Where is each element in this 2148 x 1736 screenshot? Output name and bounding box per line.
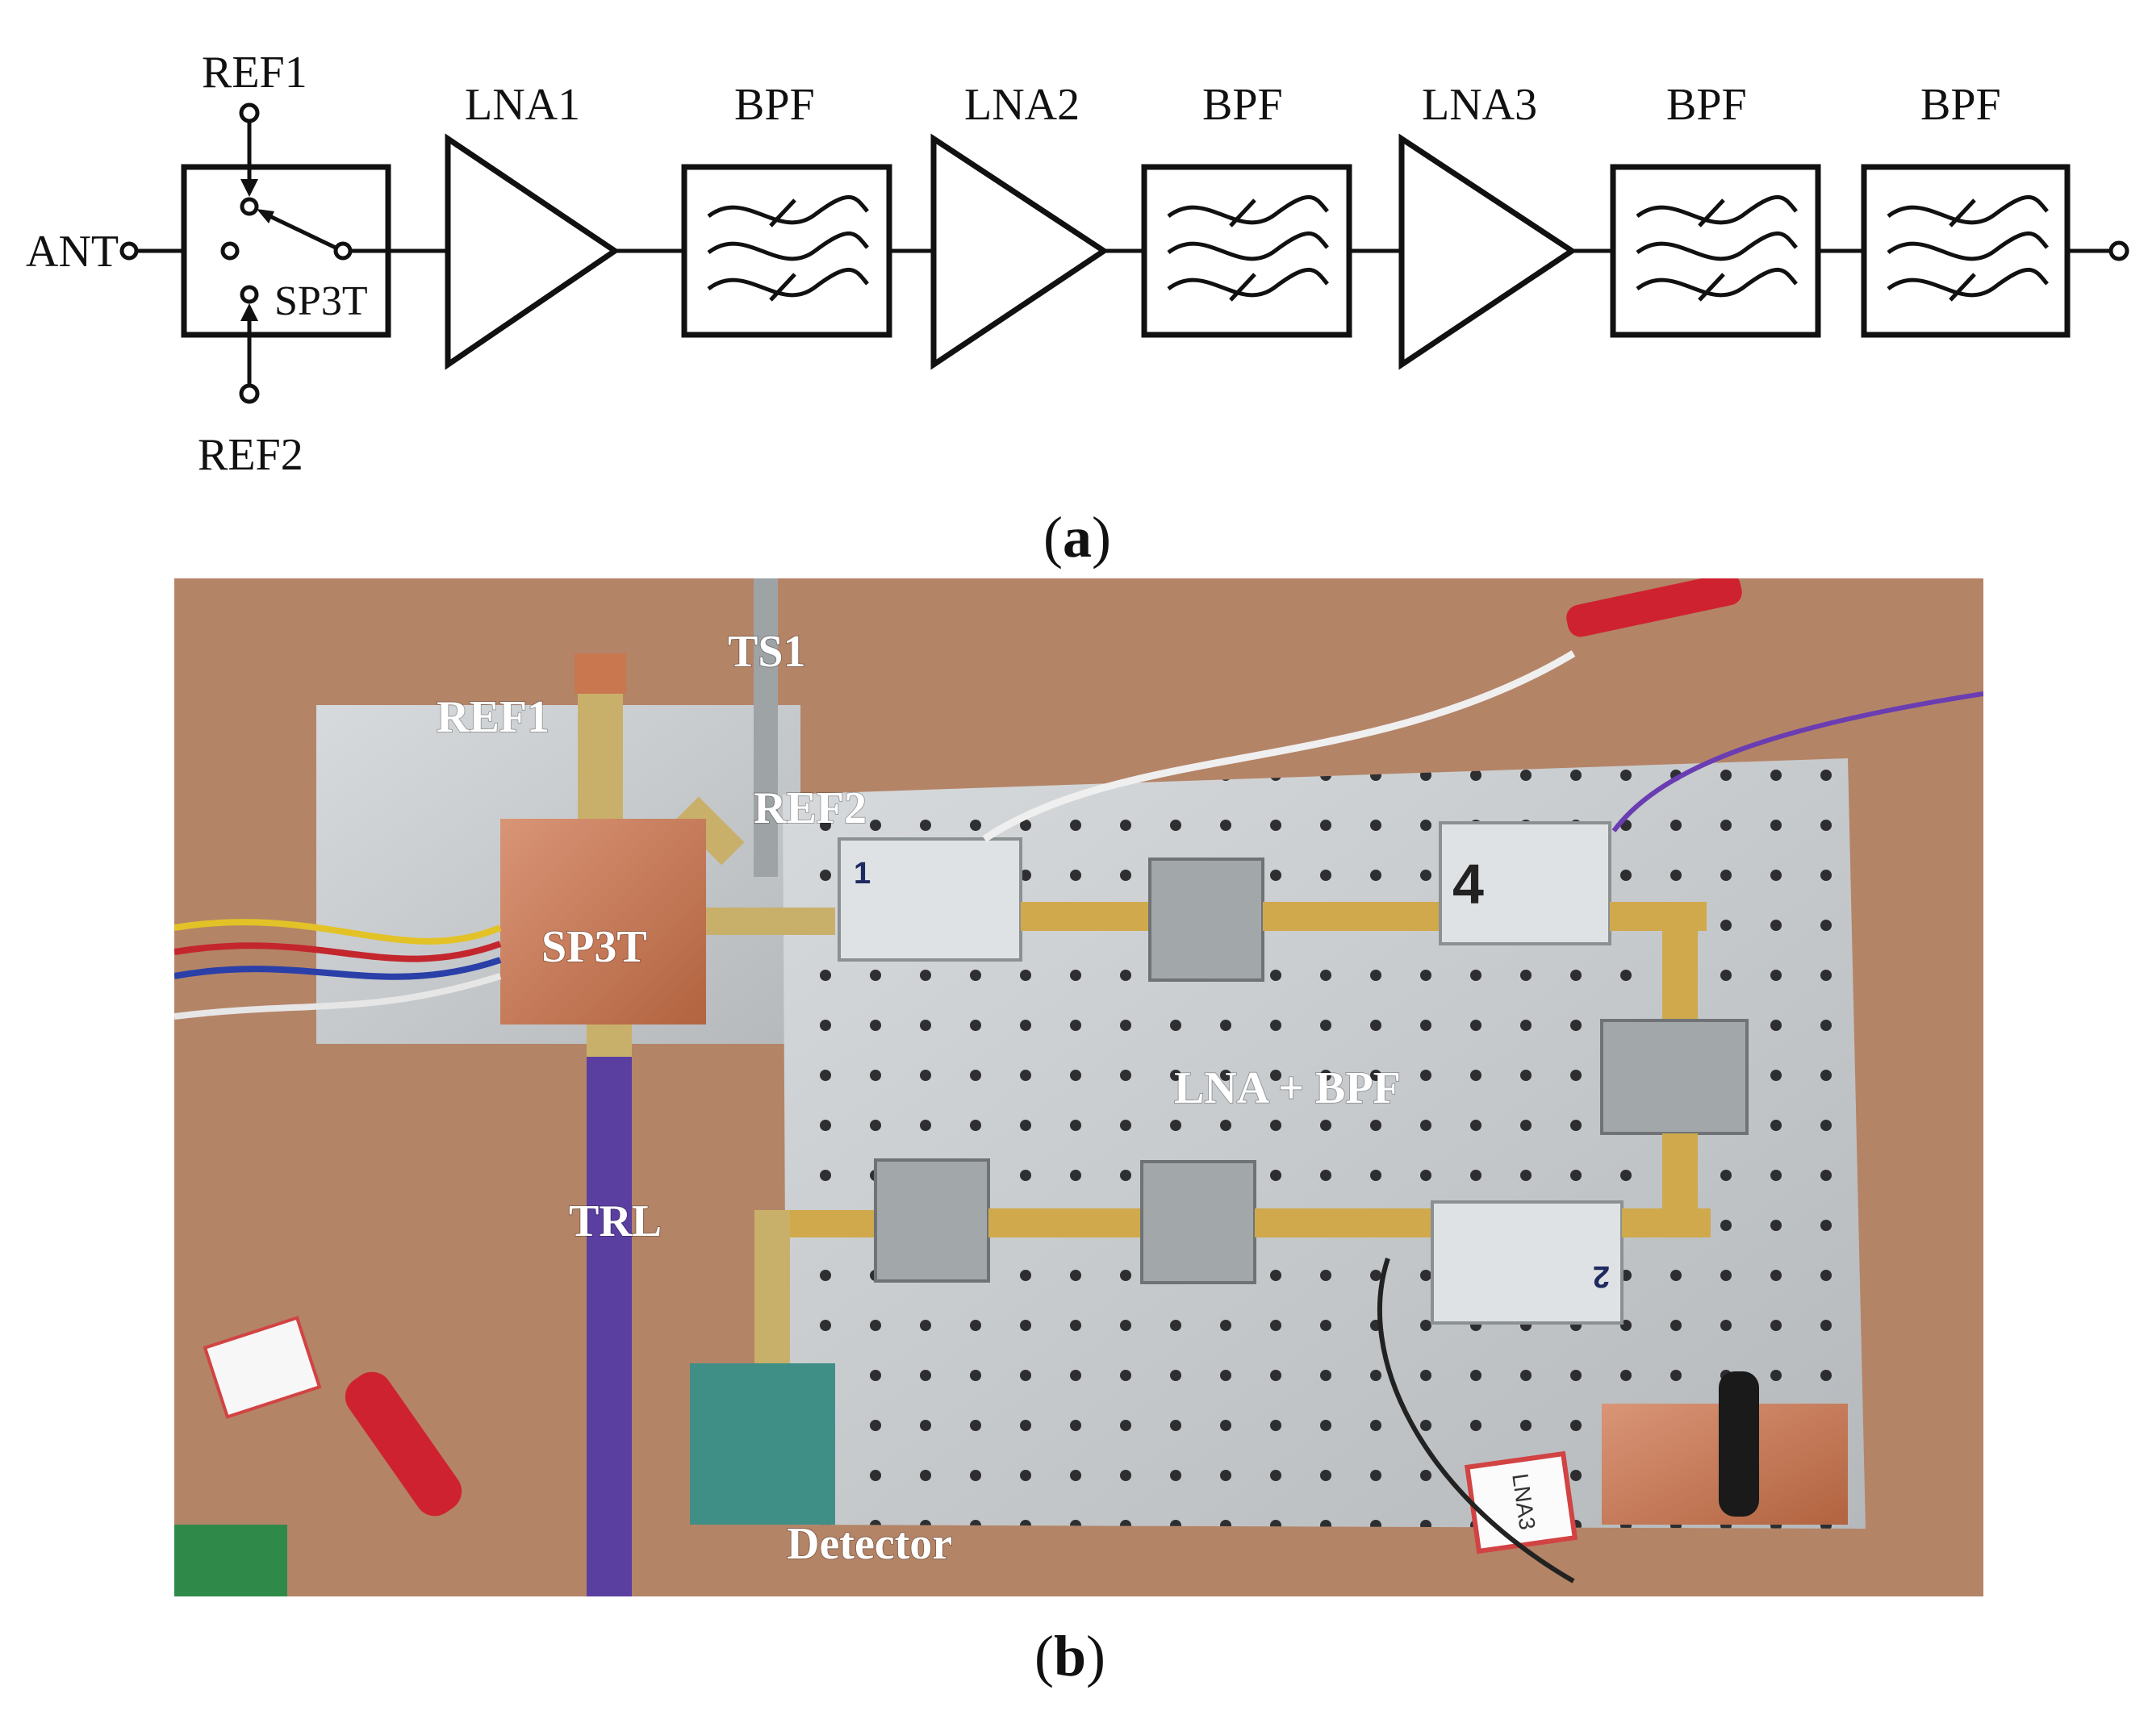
white-label-left [203,1316,322,1419]
detector-board [690,1363,835,1525]
lna1-amplifier-icon [445,133,621,370]
module-number-4: 4 [1452,853,1484,916]
switch-output-terminal-icon [333,241,353,261]
lna2-module [1431,1200,1624,1325]
bpf4-filter-icon [1861,164,2071,338]
lna3-amplifier-icon [1398,133,1578,370]
bpf-bottom-left-module [874,1158,990,1283]
bpf3-filter-icon [1610,164,1821,338]
ref2-connector [675,796,745,866]
photo-label-lna-bpf: LNA + BPF [1174,1063,1401,1113]
switch-arm [261,211,339,251]
bpf2-label: BPF [1202,80,1283,130]
bpf1-label: BPF [734,80,815,130]
ts1-rod [754,578,778,877]
photo-label-ref2: REF2 [754,783,867,833]
bpf2-filter-icon [1141,164,1352,338]
ref1-port-icon [239,102,260,123]
photo-label-detector: Detector [787,1519,952,1569]
sp3t-label: SP3T [274,278,368,324]
ref2-port-icon [239,383,260,404]
bpf-right-module [1600,1019,1749,1135]
bpf3-label: BPF [1666,80,1747,130]
ref1-label: REF1 [202,48,307,98]
bpf1-module [1148,858,1264,982]
ant-port-icon [119,241,139,261]
photo-label-trl: TRL [569,1196,662,1246]
trl-cable [587,1024,632,1057]
photo-label-sp3t: SP3T [541,922,647,972]
sp3t-copper-box [500,819,706,1024]
ref2-label: REF2 [198,430,303,480]
bpf4-label: BPF [1920,80,2001,130]
switch-ref1-terminal-icon [240,197,259,216]
switch-input-terminal-icon [220,241,240,261]
bpf-bottom-mid-module [1140,1160,1256,1284]
lna2-label: LNA2 [964,80,1080,130]
lna2-amplifier-icon [930,133,1110,370]
lna4-module [1439,821,1611,945]
caption-b: (b) [1034,1624,1105,1688]
lna3-label: LNA3 [1422,80,1537,130]
hardware-photo: LNA3 1 4 2 TS1 REF1 REF2 SP3T TRL LNA + … [174,578,1983,1596]
module-number-2: 2 [1593,1259,1610,1293]
caption-a: (a) [1043,505,1111,570]
output-port-icon [2108,240,2129,261]
switch-arm-arrow-icon [257,209,274,223]
photo-label-ts1: TS1 [728,627,806,677]
block-diagram: ANT REF1 REF2 SP3T LN [26,48,2129,480]
ref1-connector [578,678,623,823]
lna1-module [838,837,1022,962]
photo-label-ref1: REF1 [437,692,550,742]
switch-ref2-terminal-icon [240,285,259,304]
bpf1-filter-icon [681,164,892,338]
module-number-1: 1 [854,857,871,891]
ant-label: ANT [26,227,119,277]
lna1-label: LNA1 [465,80,580,130]
